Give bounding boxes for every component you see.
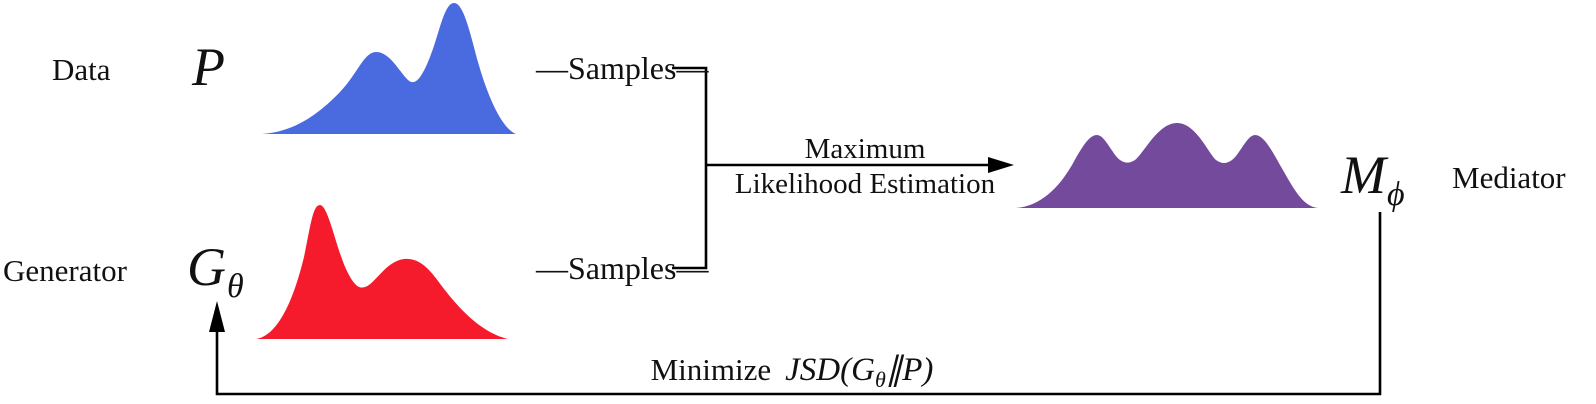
- minimize-jsd-label: Minimize JSD(Gθ∥P): [582, 349, 1002, 392]
- data-distribution-curve: [262, 3, 516, 134]
- jsd-formula: JSD(Gθ∥P): [785, 352, 934, 392]
- samples-bottom-label: —Samples—: [536, 250, 709, 286]
- jsd-formula-head: JSD(G: [785, 352, 875, 388]
- jsd-formula-tail: ∥P): [885, 352, 934, 388]
- minimize-prefix: Minimize: [650, 352, 772, 387]
- mle-label-line2: Likelihood Estimation: [734, 168, 996, 200]
- mediator-symbol: Mϕ: [1341, 145, 1405, 212]
- generator-label: Generator: [3, 253, 127, 288]
- jsd-formula-subscript: θ: [874, 367, 886, 392]
- mediator-symbol-main: M: [1341, 145, 1386, 205]
- mediator-label: Mediator: [1452, 160, 1566, 195]
- mle-label-line1: Maximum: [804, 133, 926, 165]
- generator-symbol-subscript: θ: [227, 268, 244, 305]
- data-label: Data: [52, 52, 111, 87]
- samples-top-label: —Samples—: [536, 50, 709, 86]
- generator-symbol-main: G: [187, 237, 226, 297]
- feedback-arrowhead-icon: [209, 301, 225, 332]
- generator-symbol: Gθ: [187, 237, 244, 304]
- mediator-symbol-subscript: ϕ: [1386, 176, 1405, 213]
- samples-bracket-line: [672, 66, 708, 270]
- mediator-distribution-curve: [1016, 123, 1318, 208]
- generator-distribution-curve: [256, 205, 508, 339]
- data-symbol: P: [192, 37, 225, 97]
- mle-arrow-label: Maximum Likelihood Estimation: [710, 132, 1020, 202]
